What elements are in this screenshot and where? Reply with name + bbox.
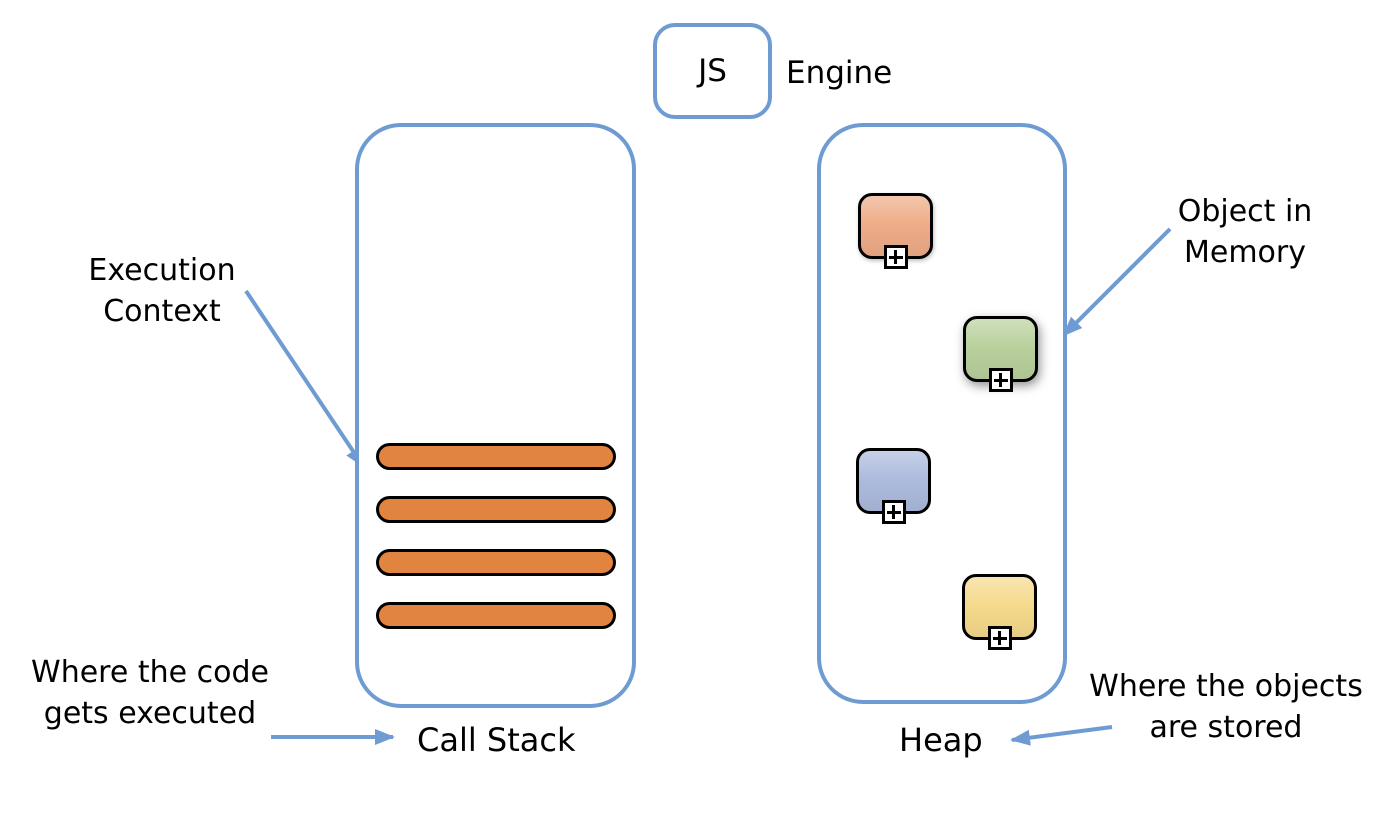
heap-container — [817, 123, 1067, 704]
annotation-line: gets executed — [43, 696, 257, 731]
annotation-line: Where the objects — [1089, 669, 1363, 704]
js-engine-chip: JS — [653, 23, 772, 119]
heap-object-salmon — [858, 193, 933, 269]
annotation-line: Where the code — [31, 655, 269, 690]
call-stack-label: Call Stack — [417, 721, 576, 759]
call-stack-caption: Where the code gets executed — [5, 652, 295, 734]
stack-frame — [376, 602, 616, 629]
heap-object-blue — [856, 448, 931, 524]
annotation-line: Execution — [88, 253, 236, 288]
object-in-memory-annotation: Object in Memory — [1133, 191, 1357, 273]
js-engine-chip-label: JS — [698, 53, 727, 89]
expand-icon — [881, 500, 906, 524]
annotation-line: Context — [103, 294, 221, 329]
stack-frame — [376, 443, 616, 470]
execution-context-annotation: Execution Context — [42, 250, 282, 332]
annotation-line: Memory — [1183, 235, 1306, 270]
stack-frame — [376, 496, 616, 523]
annotation-line: Object in — [1177, 194, 1313, 229]
expand-icon — [988, 368, 1013, 392]
annotation-line: are stored — [1149, 710, 1303, 745]
heap-object-green — [963, 316, 1038, 392]
call-stack-container — [355, 123, 636, 708]
stack-frame — [376, 549, 616, 576]
expand-icon — [987, 626, 1012, 650]
heap-label: Heap — [899, 721, 983, 759]
expand-icon — [883, 245, 908, 269]
heap-caption: Where the objects are stored — [1063, 666, 1389, 748]
engine-label: Engine — [786, 55, 893, 91]
heap-object-yellow — [962, 574, 1037, 650]
